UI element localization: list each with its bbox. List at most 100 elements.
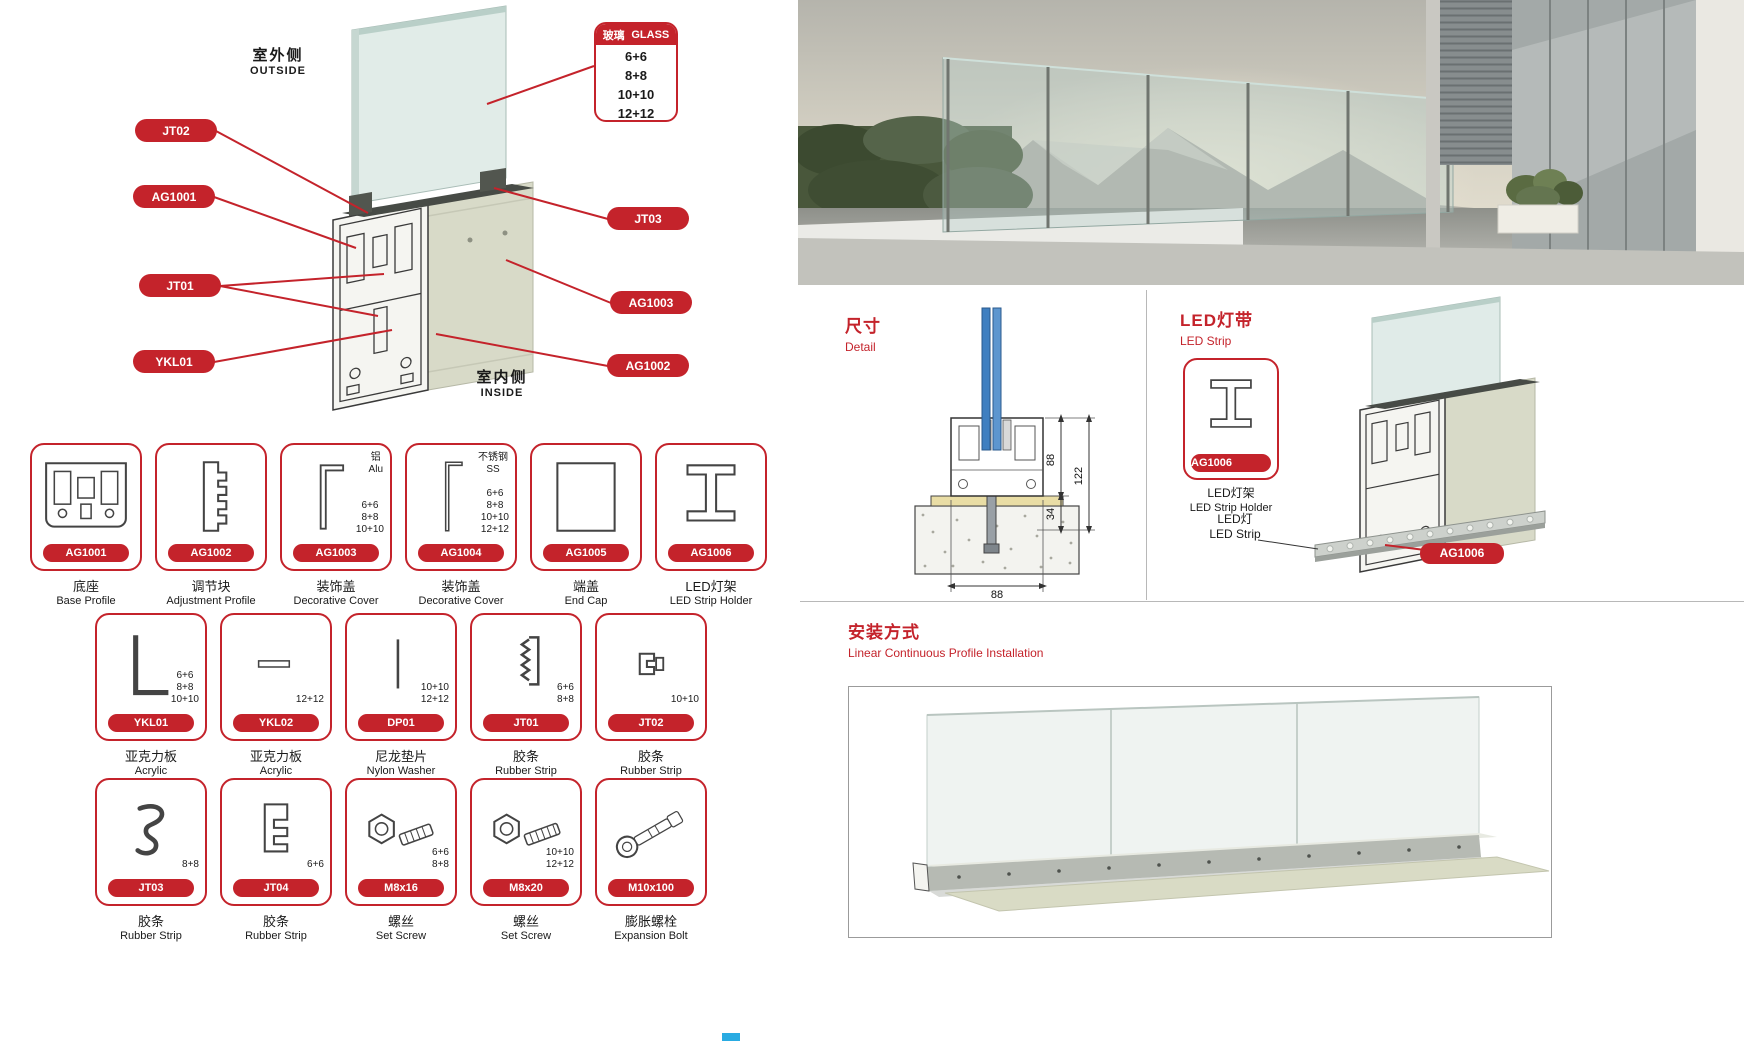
material-note: 不锈钢 SS [478, 452, 508, 475]
inside-label: 室内侧 INSIDE [452, 366, 552, 399]
component-card-jt03: 8+8 JT03 胶条 Rubber Strip [95, 778, 207, 942]
led-holder-label-cn: LED灯架 [1207, 486, 1255, 500]
component-name-en: Rubber Strip [620, 765, 682, 777]
dimension-drawing: 88 34 122 88 [914, 307, 1095, 600]
continuous-profile [927, 835, 1481, 891]
component-code-badge: JT04 [233, 879, 319, 897]
component-frame: AG1006 [655, 443, 767, 571]
set-screw-icon [493, 813, 561, 846]
component-code-badge: M8x16 [358, 879, 444, 897]
led-strip-label: LED灯 LED Strip [1200, 512, 1270, 542]
component-name-en: Decorative Cover [293, 595, 379, 607]
component-code-badge: AG1004 [418, 544, 504, 562]
component-code-badge: JT03 [108, 879, 194, 897]
component-card-ag1003: 铝 Alu 6+6 8+8 10+10 AG1003 装饰盖 Decorativ… [280, 443, 392, 607]
glass-clamp-right [480, 168, 506, 192]
top-gasket-strip [1365, 379, 1540, 409]
component-frame: 6+6 JT04 [220, 778, 332, 906]
callout-ag1006-strip-label: AG1006 [1440, 546, 1485, 560]
component-frame: 10+10 12+12 DP01 [345, 613, 457, 741]
cross-section-detail [1365, 399, 1440, 566]
component-name-cn: 端盖 [572, 579, 599, 594]
railing-posts [946, 59, 1450, 232]
component-card-m8x16: 6+6 8+8 M8x16 螺丝 Set Screw [345, 778, 457, 942]
glass-option: 8+8 [624, 68, 648, 83]
component-name-en: Adjustment Profile [166, 595, 256, 607]
installation-section-title: 安装方式 Linear Continuous Profile Installat… [848, 618, 1043, 660]
glass-title-cn: 玻璃 [602, 29, 625, 42]
led-title-cn: LED灯带 [1180, 311, 1253, 330]
component-name-en: End Cap [564, 595, 608, 607]
component-name-cn: 胶条 [262, 914, 289, 929]
base-skirt [944, 856, 1550, 912]
callout-jt01: JT01 [139, 274, 221, 297]
led-strip-pointer [1257, 539, 1319, 550]
component-name-cn: 尼龙垫片 [374, 749, 427, 764]
planter-plant [1497, 169, 1583, 234]
component-code-badge: JT01 [483, 714, 569, 732]
led-strip-holder-icon [686, 464, 736, 522]
callout-ag1003: AG1003 [610, 291, 692, 314]
component-name-en: Rubber Strip [120, 930, 182, 942]
component-code-badge: AG1006 [668, 544, 754, 562]
led-title-en: LED Strip [1180, 334, 1232, 348]
installation-render-frame [848, 686, 1552, 938]
component-name-en: Base Profile [56, 595, 116, 607]
size-note: 6+6 8+8 10+10 12+12 [480, 488, 509, 535]
component-code-badge: AG1003 [293, 544, 379, 562]
expansion-bolt-icon [615, 811, 684, 859]
balcony-photo [798, 0, 1744, 285]
component-frame: 铝 Alu 6+6 8+8 10+10 AG1003 [280, 443, 392, 571]
dim-width: 88 [991, 589, 1003, 600]
rubber-strip-icon [519, 636, 540, 686]
concrete-base [914, 505, 1080, 575]
component-name-cn: 螺丝 [512, 914, 539, 929]
led-strip-render: AG1006 [1257, 296, 1546, 573]
component-frame: 12+12 YKL02 [220, 613, 332, 741]
glass-top-edge [352, 6, 506, 36]
glass-options-box: 玻璃 GLASS 6+6 8+8 10+10 12+12 [594, 22, 678, 122]
size-note: 10+10 12+12 [545, 847, 574, 870]
decorative-cover-alu-icon [319, 464, 345, 530]
adjustment-profile-icon [202, 461, 228, 532]
glass-options-list: 6+6 8+8 10+10 12+12 [596, 45, 676, 120]
callout-lines [213, 65, 612, 367]
component-name-cn: 胶条 [637, 749, 664, 764]
vertical-divider [1146, 290, 1147, 600]
component-code-badge: AG1005 [543, 544, 629, 562]
size-note: 6+6 [307, 859, 324, 870]
component-frame: AG1001 [30, 443, 142, 571]
size-note: 6+6 8+8 10+10 [170, 670, 199, 705]
size-note: 10+10 [670, 694, 699, 705]
component-frame: 6+6 8+8 M8x16 [345, 778, 457, 906]
nylon-washer-icon [396, 639, 400, 689]
component-name-cn: LED灯架 [685, 579, 737, 594]
detail-section-title: 尺寸 Detail [845, 312, 881, 354]
installation-title-cn: 安装方式 [848, 623, 920, 642]
component-card-ag1002: AG1002 调节块 Adjustment Profile [155, 443, 267, 607]
detail-title-cn: 尺寸 [845, 317, 881, 336]
component-card-ag1004: 不锈钢 SS 6+6 8+8 10+10 12+12 AG1004 装饰盖 De… [405, 443, 517, 607]
glass-left-edge [352, 28, 359, 205]
component-card-ag1006: AG1006 LED灯架 LED Strip Holder [655, 443, 767, 607]
building-glass-wall [1512, 0, 1696, 285]
component-code-badge: AG1001 [43, 544, 129, 562]
material-note: 铝 Alu [368, 452, 383, 475]
led-dots [1326, 515, 1534, 553]
acrylic-angle-icon [133, 635, 169, 696]
detail-title-en: Detail [845, 340, 876, 354]
component-name-cn: 螺丝 [387, 914, 414, 929]
installation-render [912, 696, 1550, 912]
component-code-badge: JT02 [608, 714, 694, 732]
building-white-column [1696, 0, 1744, 285]
component-name-en: Decorative Cover [418, 595, 504, 607]
outside-label-en: OUTSIDE [250, 65, 306, 77]
component-name-en: Expansion Bolt [614, 930, 688, 942]
set-screw-icon [368, 813, 434, 846]
callout-jt02: JT02 [135, 119, 217, 142]
led-holder-label: LED灯架 LED Strip Holder [1183, 486, 1279, 516]
component-name-en: Nylon Washer [366, 765, 436, 777]
component-name-en: Set Screw [500, 930, 552, 942]
component-card-ag1005: AG1005 端盖 End Cap [530, 443, 642, 607]
